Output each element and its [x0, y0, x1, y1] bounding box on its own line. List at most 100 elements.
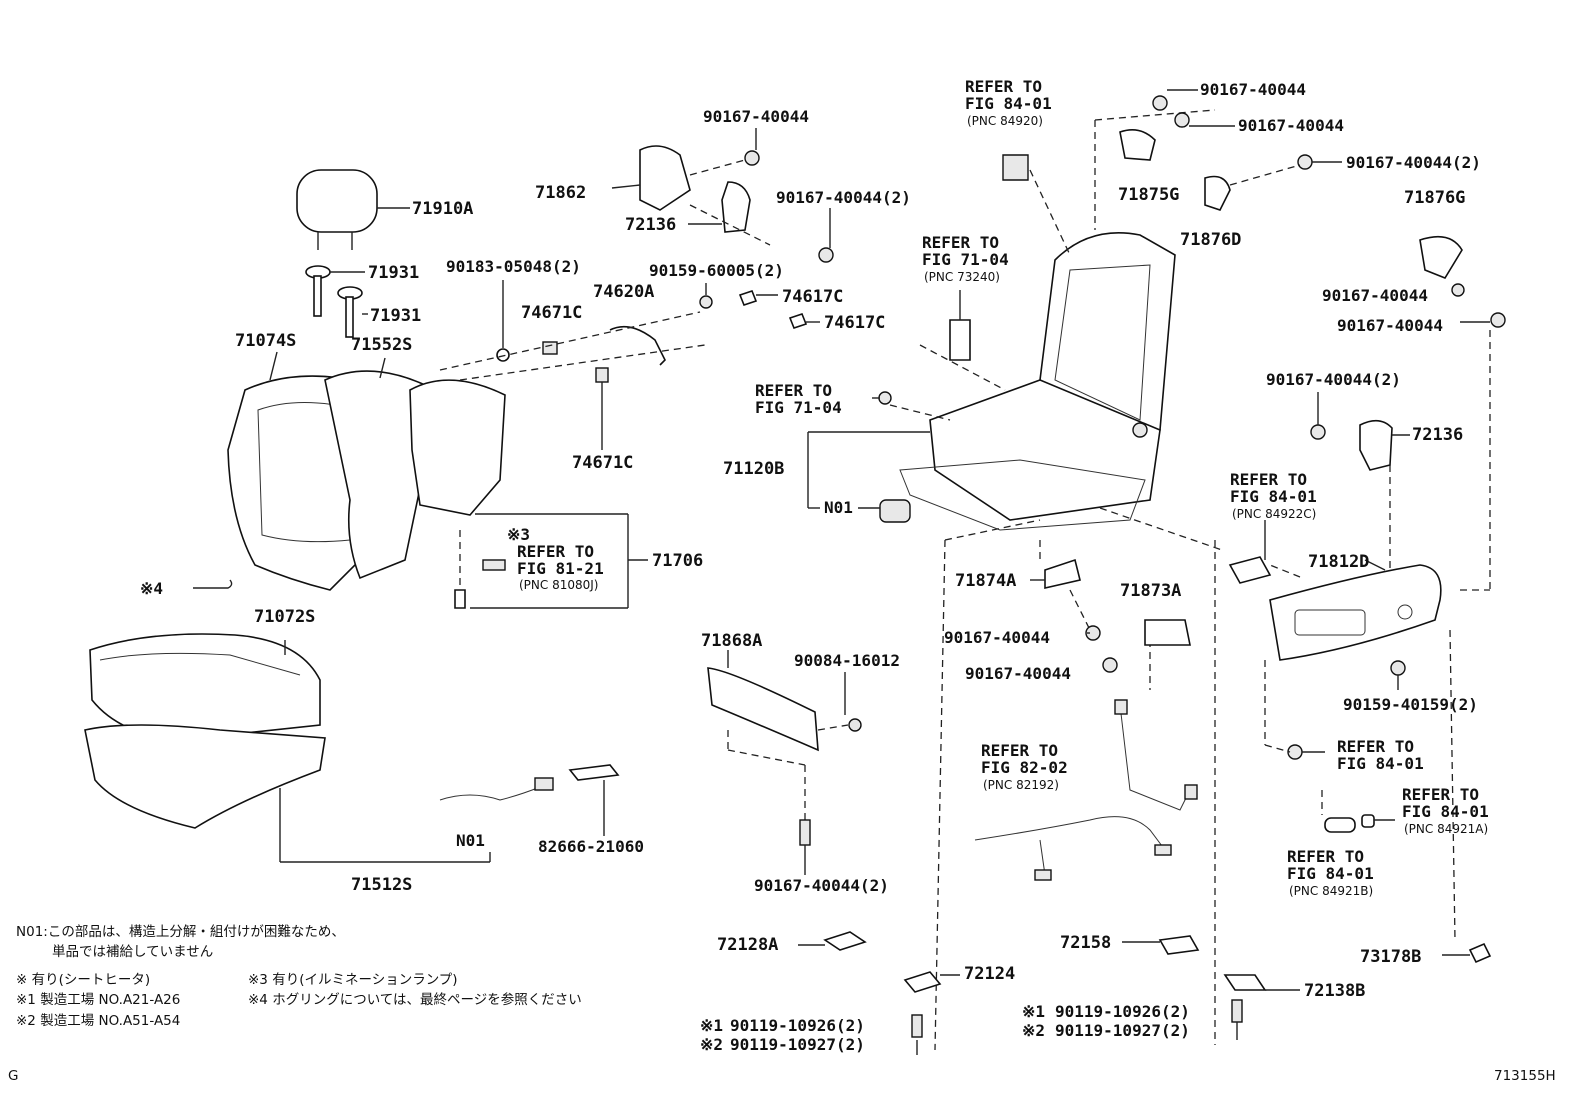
label-71874A: 71874A	[955, 571, 1016, 591]
label-72124: 72124	[964, 964, 1015, 984]
guide-lines	[934, 109, 1223, 1051]
label-74617C-a: 74617C	[782, 287, 843, 307]
label-71812D: 71812D	[1308, 552, 1369, 572]
label-90167-r2: 90167-40044	[1238, 116, 1344, 135]
label-ref-84-01-top-b: FIG 84-01	[965, 94, 1052, 113]
label-ref-84-01r-a: REFER TO	[1337, 737, 1414, 756]
clip-72158-shape	[1158, 935, 1200, 955]
label-72158: 72158	[1060, 933, 1111, 953]
label-90159-60005: 90159-60005(2)	[649, 261, 784, 280]
label-90119-10926-a: 90119-10926(2)	[730, 1016, 865, 1035]
label-74617C-b: 74617C	[824, 313, 885, 333]
label-star4: ※4	[140, 579, 163, 598]
label-90167-m2: 90167-40044	[965, 664, 1071, 683]
hinge-cover-shape	[1119, 89, 1506, 591]
label-ref-84921B-a: REFER TO	[1287, 847, 1364, 866]
cover-72136-right-shape	[1310, 392, 1410, 590]
label-90119-10927-a: 90119-10927(2)	[730, 1035, 865, 1054]
label-s2-b: ※2	[1022, 1021, 1045, 1040]
label-73178B: 73178B	[1360, 947, 1421, 967]
label-ref-81-21-b: FIG 81-21	[517, 559, 604, 578]
hog-ring-shape	[193, 579, 233, 589]
heater-harness-shape	[439, 764, 620, 836]
label-ref-71-04b-a: REFER TO	[755, 381, 832, 400]
label-90167-m1: 90167-40044	[944, 628, 1050, 647]
label-ref-84921A-c: (PNC 84921A)	[1404, 822, 1488, 836]
label-71512S: 71512S	[351, 875, 412, 895]
label-71706: 71706	[652, 551, 703, 571]
label-ref-71-04-b: FIG 71-04	[922, 250, 1009, 269]
label-star3: ※3	[507, 525, 530, 544]
label-s1-a: ※1	[700, 1016, 723, 1035]
label-71868A: 71868A	[701, 631, 762, 651]
note-n01-line2: 単品では補給していません	[52, 944, 213, 960]
label-ref-84-01-top-a: REFER TO	[965, 77, 1042, 96]
label-n01-left: N01	[456, 831, 485, 850]
label-ref-84922-a: REFER TO	[1230, 470, 1307, 489]
label-ref-71-04-a: REFER TO	[922, 233, 999, 252]
label-71074S: 71074S	[235, 331, 296, 351]
label-90167-2a: 90167-40044(2)	[776, 188, 911, 207]
bracket-71706-shape	[454, 513, 648, 609]
label-90167-r4: 90167-40044	[1322, 286, 1428, 305]
label-71876G: 71876G	[1404, 188, 1465, 208]
label-90159-40159: 90159-40159(2)	[1343, 695, 1478, 714]
label-ref-84921A-b: FIG 84-01	[1402, 802, 1489, 821]
label-90167-r1: 90167-40044	[1200, 80, 1306, 99]
label-90167-2b: 90167-40044(2)	[754, 876, 889, 895]
label-72128A: 72128A	[717, 935, 778, 955]
label-74671C-b: 74671C	[572, 453, 633, 473]
label-71120B: 71120B	[723, 459, 784, 479]
label-ref-82-02-c: (PNC 82192)	[983, 778, 1059, 792]
label-90167-top: 90167-40044	[703, 107, 809, 126]
footer-left: G	[8, 1068, 18, 1084]
label-71910A: 71910A	[412, 199, 473, 219]
label-82666-21060: 82666-21060	[538, 837, 644, 856]
label-ref-82-02-a: REFER TO	[981, 741, 1058, 760]
footer-right: 713155H	[1494, 1068, 1556, 1084]
harness-82-02-shape	[974, 699, 1198, 881]
label-72138B: 72138B	[1304, 981, 1365, 1001]
note-mark2: ※2 製造工場 NO.A51-A54	[16, 1013, 180, 1029]
label-s1-b: ※1	[1022, 1002, 1045, 1021]
label-90183-05048: 90183-05048(2)	[446, 257, 581, 276]
seat-frame-shape	[807, 154, 1176, 531]
note-mark3: ※3 有り(イルミネーションランプ)	[248, 972, 458, 988]
label-ref-84922-b: FIG 84-01	[1230, 487, 1317, 506]
label-71862: 71862	[535, 183, 586, 203]
label-71931-a: 71931	[368, 263, 419, 283]
label-ref-71-04b-b: FIG 71-04	[755, 398, 842, 417]
label-71931-b: 71931	[370, 306, 421, 326]
label-s2-a: ※2	[700, 1035, 723, 1054]
trim-71868A-shape	[707, 650, 862, 875]
label-ref-71-04-c: (PNC 73240)	[924, 270, 1000, 284]
label-90084-16012: 90084-16012	[794, 651, 900, 670]
label-ref-81-21-c: (PNC 81080J)	[519, 578, 598, 592]
label-71873A: 71873A	[1120, 581, 1181, 601]
note-mark: ※ 有り(シートヒータ)	[16, 972, 150, 988]
shield-71812D-shape	[1223, 520, 1492, 1040]
label-ref-84921B-b: FIG 84-01	[1287, 864, 1374, 883]
label-71875G: 71875G	[1118, 185, 1179, 205]
label-71072S: 71072S	[254, 607, 315, 627]
label-ref-84922-c: (PNC 84922C)	[1232, 507, 1316, 521]
headrest-support-shape	[305, 265, 368, 338]
clip-72128A-shape	[798, 931, 960, 1055]
headrest-shape	[296, 169, 410, 250]
label-90119-10927-b: 90119-10927(2)	[1055, 1021, 1190, 1040]
label-90167-r3: 90167-40044(2)	[1346, 153, 1481, 172]
label-74620A: 74620A	[593, 282, 654, 302]
label-72136-a: 72136	[625, 215, 676, 235]
note-n01-line1: N01:この部品は、構造上分解・組付けが困難なため、	[16, 924, 345, 940]
label-ref-84921A-a: REFER TO	[1402, 785, 1479, 804]
cover-74620A-shape	[439, 280, 820, 450]
label-71876D: 71876D	[1180, 230, 1241, 250]
label-ref-82-02-b: FIG 82-02	[981, 758, 1068, 777]
label-ref-81-21-a: REFER TO	[517, 542, 594, 561]
bracket-71874A-shape	[1030, 558, 1191, 673]
label-90119-10926-b: 90119-10926(2)	[1055, 1002, 1190, 1021]
label-71552S: 71552S	[351, 335, 412, 355]
seat-cushion-shape	[84, 633, 491, 863]
